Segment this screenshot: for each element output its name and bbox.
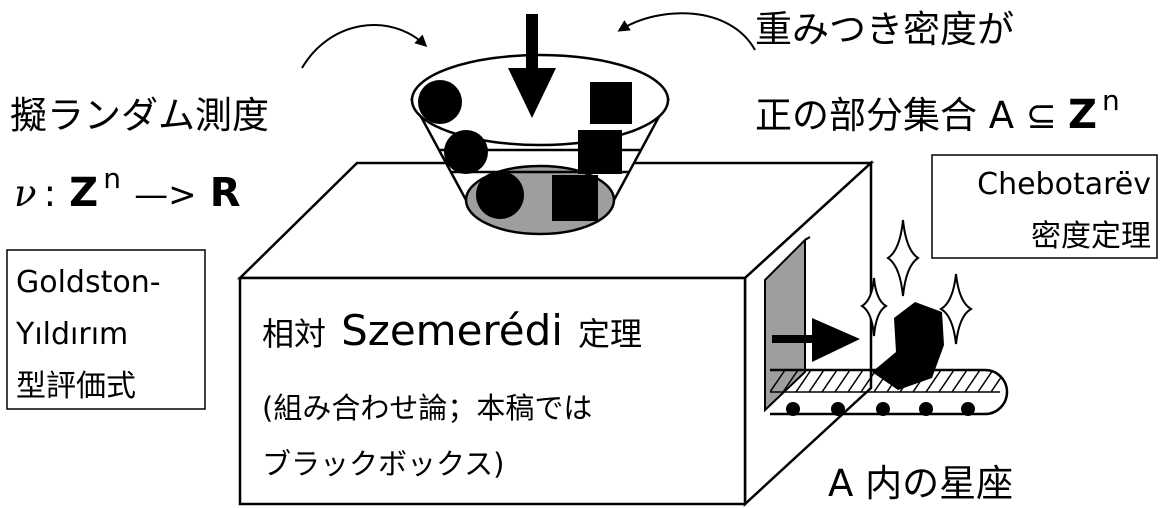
goldston-box — [6, 249, 206, 410]
exit-door — [764, 237, 806, 413]
positive-subset-label: 正の部分集合 A ⊆ Z n — [755, 84, 1120, 138]
chebotarev-box — [931, 154, 1158, 259]
chebotarev-line2: 密度定理 — [1031, 219, 1151, 254]
domain-exponent: n — [103, 162, 121, 195]
goldston-line2: Yıldırım — [15, 317, 128, 352]
positive-subset-text: 正の部分集合 A ⊆ — [755, 94, 1057, 137]
machine-box — [236, 160, 875, 507]
input-arrow — [508, 14, 556, 118]
constellation-label: A 内の星座 — [828, 462, 1013, 505]
curved-arrow-left — [301, 24, 428, 69]
output-arrow — [772, 318, 860, 362]
belt-outline — [770, 368, 1009, 416]
machine-title: 相対 Szemerédi 定理 — [262, 306, 642, 355]
circle-shape — [444, 130, 488, 174]
sparkle-icon — [860, 277, 888, 337]
square-shape — [552, 175, 598, 221]
chebotarev-line1: Chebotarëv — [977, 167, 1151, 202]
square-shape — [578, 130, 622, 174]
machine-note-line1: (組み合わせ論；本稿では — [262, 391, 592, 425]
sparkle-icon — [886, 219, 920, 297]
machine-title-prefix: 相対 — [262, 315, 326, 353]
sparkle-icon — [939, 273, 973, 345]
roller — [786, 402, 800, 416]
roller — [961, 402, 975, 416]
square-shape — [590, 82, 632, 124]
constellation-object — [872, 302, 944, 390]
machine-note-line2: ブラックボックス) — [262, 447, 504, 481]
machine-front-face — [238, 276, 747, 506]
colon-symbol: : — [44, 172, 56, 215]
weighted-density-label: 重みつき密度が — [755, 8, 1014, 51]
pseudorandom-measure-label: 擬ランダム測度 — [10, 94, 269, 137]
circle-shape — [476, 171, 524, 219]
nu-symbol: ν — [14, 172, 37, 215]
maps-to-arrow: —> — [134, 175, 197, 215]
roller — [919, 402, 933, 416]
subset-exponent: n — [1102, 84, 1120, 117]
machine-title-name: Szemerédi — [341, 306, 563, 355]
domain-z: Z — [69, 170, 98, 216]
curved-arrow-right — [617, 12, 756, 51]
measure-signature: ν : Z n —> R — [14, 162, 241, 216]
roller — [831, 402, 845, 416]
roller — [876, 402, 890, 416]
goldston-line1: Goldston- — [16, 265, 161, 300]
circle-shape — [418, 80, 462, 124]
subset-z: Z — [1068, 92, 1097, 138]
machine-title-suffix: 定理 — [578, 315, 642, 353]
codomain-r: R — [210, 170, 241, 216]
goldston-line3: 型評価式 — [16, 369, 136, 404]
sparkles — [860, 219, 973, 345]
